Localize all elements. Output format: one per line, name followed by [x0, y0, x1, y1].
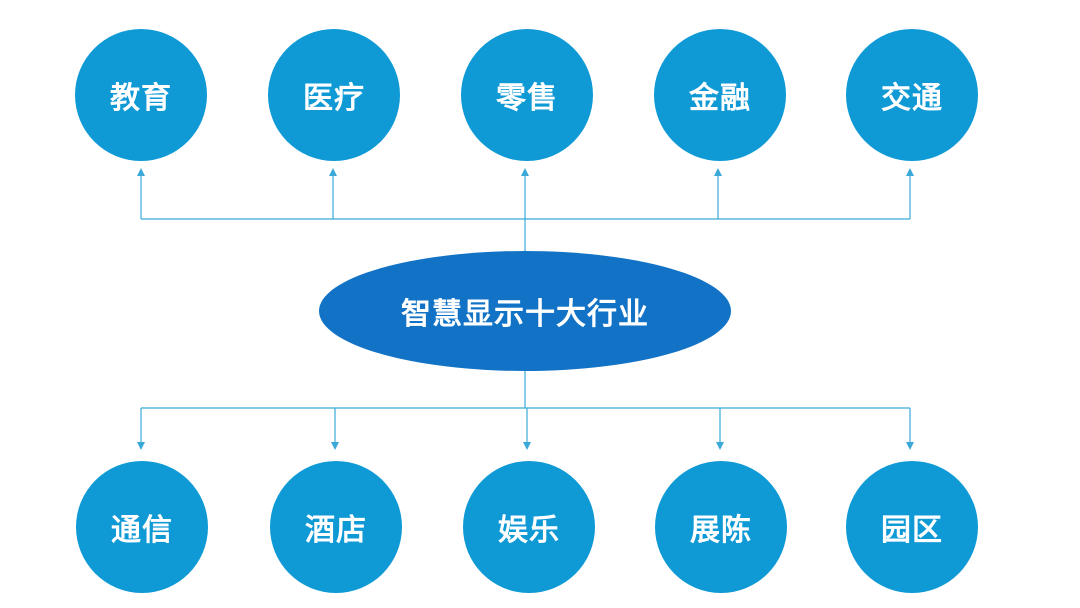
node-entertainment: 娱乐	[463, 461, 595, 593]
center-hub: 智慧显示十大行业	[319, 251, 731, 371]
node-exhibition: 展陈	[655, 461, 787, 593]
node-education: 教育	[75, 29, 207, 161]
node-retail: 零售	[461, 29, 593, 161]
node-telecom: 通信	[76, 461, 208, 593]
node-finance: 金融	[654, 29, 786, 161]
node-transport: 交通	[846, 29, 978, 161]
node-medical: 医疗	[268, 29, 400, 161]
node-hotel: 酒店	[270, 461, 402, 593]
node-park: 园区	[846, 461, 978, 593]
